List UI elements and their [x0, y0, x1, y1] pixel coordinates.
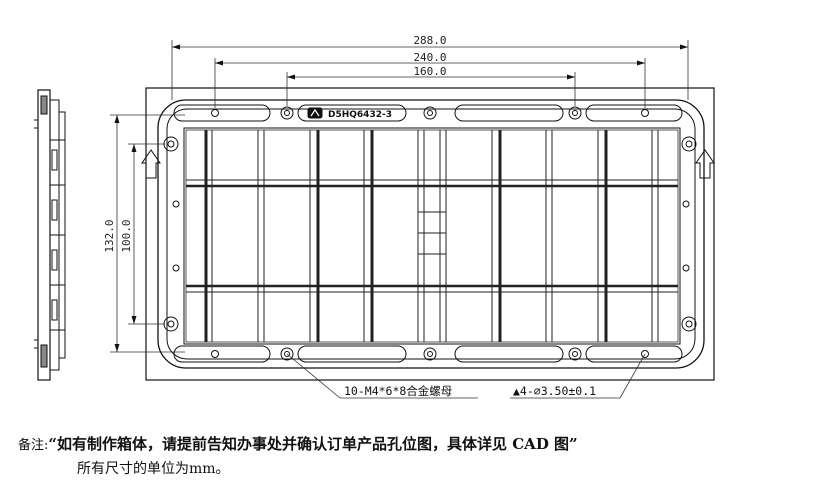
grid-horizontal-ribs: [186, 179, 678, 293]
nut-callout: 10-M4*6*8合金螺母: [344, 384, 452, 398]
arrow-up-left-icon: [141, 149, 161, 179]
dimension-lines-horizontal: [171, 40, 689, 108]
dim-inner-width: 160.0: [413, 65, 446, 78]
callout-leaders: [286, 353, 646, 399]
bottom-mounting-slots: [173, 345, 683, 363]
dimension-lines-vertical: [110, 114, 185, 353]
dim-inner-height: 100.0: [120, 219, 133, 252]
remark-line: 备注:“如有制作箱体，请提前告知办事处并确认订单产品孔位图，具体详见 CAD 图…: [18, 433, 578, 454]
drawing-frame: [145, 87, 715, 381]
arrow-up-right-icon: [695, 149, 715, 179]
model-label: D5HQ6432-3: [328, 110, 392, 120]
remark-prefix: 备注:: [18, 438, 49, 453]
grid-vertical-ribs: [204, 130, 659, 342]
dim-overall-width: 288.0: [413, 34, 446, 47]
unit-note: 所有尺寸的单位为mm。: [77, 461, 230, 477]
module-outer-frame: [157, 99, 705, 369]
top-mounting-slots: [173, 104, 683, 122]
brand-logo-icon: [307, 107, 323, 119]
cabinet-drawing: 288.0 240.0 160.0 132.0 100.0 D5HQ6432-3…: [34, 34, 715, 399]
dim-overall-height: 132.0: [103, 219, 116, 252]
dim-mid-width: 240.0: [413, 51, 446, 64]
side-profile-view: [34, 89, 66, 381]
remark-text: “如有制作箱体，请提前告知办事处并确认订单产品孔位图，具体详见 CAD 图”: [48, 435, 578, 453]
hole-callout: ▲4-⌀3.50±0.1: [513, 384, 596, 398]
mounting-holes: [163, 106, 697, 361]
